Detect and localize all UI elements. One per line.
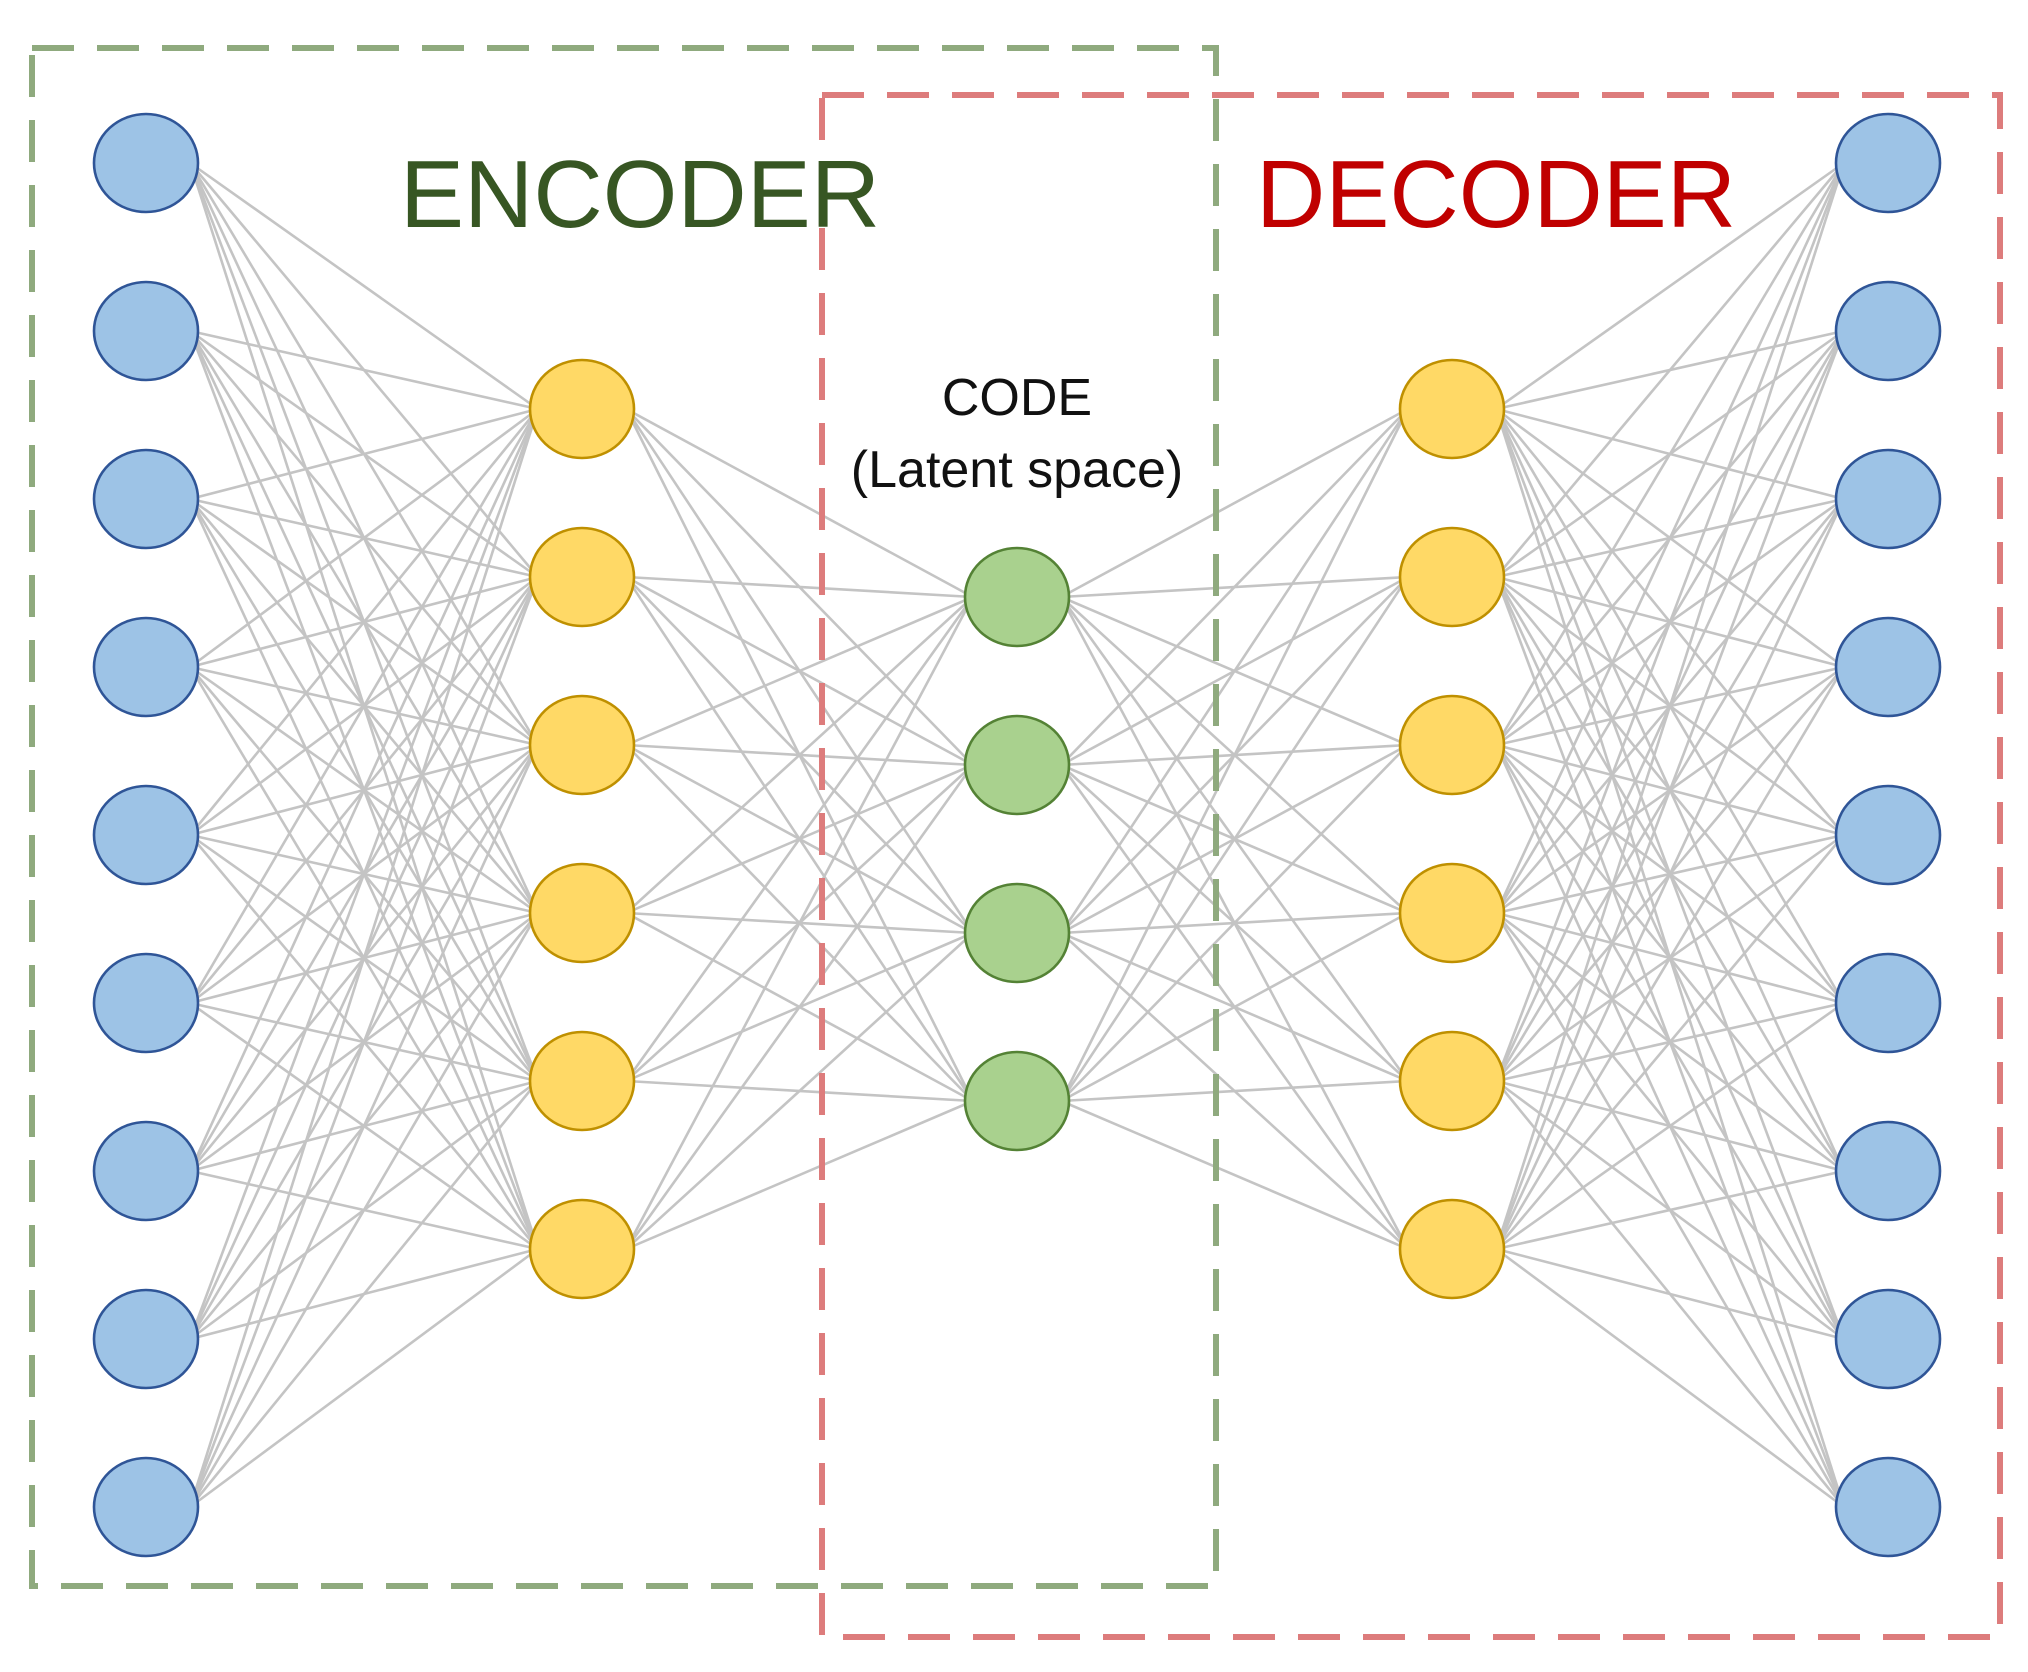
connection-line <box>1060 744 1409 1102</box>
decoder-hidden-node <box>1398 694 1506 796</box>
input-node <box>92 1120 200 1222</box>
connection-line <box>1495 1247 1845 1509</box>
code-node <box>963 882 1071 984</box>
output-node <box>1834 784 1942 886</box>
decoder-hidden-node <box>1398 1030 1506 1132</box>
output-node <box>1834 448 1942 550</box>
code-node <box>963 1050 1071 1152</box>
connection-line <box>189 329 539 411</box>
input-node <box>92 1288 200 1390</box>
connection-line <box>1494 162 1846 1250</box>
decoder-hidden-node <box>1398 358 1506 460</box>
encoder-hidden-node <box>528 526 636 628</box>
encoder-hidden-node <box>528 1030 636 1132</box>
output-node <box>1834 952 1942 1054</box>
connection-line <box>1060 408 1409 766</box>
connection-line <box>189 161 539 411</box>
decoder-hidden-node <box>1398 1198 1506 1300</box>
connection-line <box>1494 162 1846 1082</box>
connection-line <box>1495 498 1845 1250</box>
connection-line <box>1060 1099 1409 1251</box>
input-node <box>92 1456 200 1558</box>
connection-line <box>1495 1247 1845 1341</box>
connection-line <box>188 408 540 1508</box>
connection-line <box>189 408 539 1004</box>
connection-line <box>1060 407 1409 599</box>
input-node <box>92 952 200 1054</box>
output-node <box>1834 1456 1942 1558</box>
encoder-hidden-node <box>528 694 636 796</box>
connection-line <box>1495 161 1845 411</box>
connection-line <box>1061 1079 1408 1103</box>
connection-line <box>1495 162 1845 746</box>
decoder-boundary-box <box>819 92 2003 1640</box>
latent-space-label: (Latent space) <box>851 441 1183 499</box>
output-node <box>1834 112 1942 214</box>
connection-line <box>1060 576 1409 1102</box>
input-node <box>92 616 200 718</box>
connection-line <box>625 932 974 1250</box>
connection-line <box>189 744 539 1508</box>
connection-line <box>189 407 539 669</box>
decoder-title: DECODER <box>1256 141 1736 248</box>
connection-line <box>189 912 539 1508</box>
connection-lines <box>188 161 1846 1509</box>
connection-line <box>1495 666 1845 1250</box>
connection-line <box>1495 162 1845 914</box>
connection-line <box>625 407 974 599</box>
output-node <box>1834 1120 1942 1222</box>
connection-line <box>1060 911 1409 1103</box>
encoder-title: ENCODER <box>400 141 880 248</box>
connection-line <box>1060 408 1409 934</box>
output-node <box>1834 280 1942 382</box>
code-node <box>963 714 1071 816</box>
connection-line <box>1495 1001 1845 1251</box>
connection-line <box>189 1247 539 1509</box>
connection-line <box>189 1080 539 1508</box>
connection-line <box>1494 330 1846 1250</box>
encoder-hidden-node <box>528 862 636 964</box>
connection-line <box>188 408 540 1340</box>
input-node <box>92 280 200 382</box>
neuron-nodes <box>92 112 1942 1558</box>
decoder-hidden-node <box>1398 862 1506 964</box>
connection-line <box>625 764 974 1250</box>
connection-line <box>189 408 539 1172</box>
encoder-boundary-box <box>29 45 1219 1589</box>
connection-line <box>625 596 974 914</box>
connection-line <box>625 596 974 1250</box>
connection-line <box>1495 834 1845 1250</box>
output-node <box>1834 616 1942 718</box>
code-node <box>963 546 1071 648</box>
connection-line <box>625 595 974 747</box>
encoder-hidden-node <box>528 1198 636 1300</box>
connection-line <box>1495 162 1845 578</box>
input-node <box>92 784 200 886</box>
connection-line <box>189 408 539 836</box>
connection-line <box>189 407 539 501</box>
encoder-hidden-node <box>528 358 636 460</box>
code-label: CODE <box>942 369 1092 427</box>
connection-line <box>188 576 540 1508</box>
decoder-hidden-node <box>1398 526 1506 628</box>
input-node <box>92 448 200 550</box>
output-node <box>1834 1288 1942 1390</box>
input-node <box>92 112 200 214</box>
connection-line <box>1495 1169 1845 1251</box>
connection-line <box>1060 408 1409 1102</box>
connection-line <box>626 575 973 599</box>
connection-line <box>625 596 974 1082</box>
connection-line <box>625 1099 974 1251</box>
